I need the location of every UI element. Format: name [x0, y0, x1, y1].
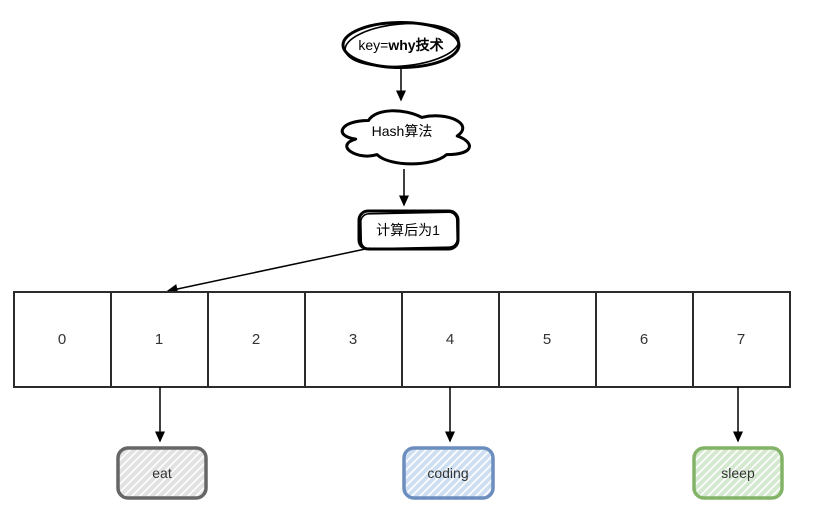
result-box-shape	[357, 209, 460, 251]
array-cell-4-box	[401, 291, 500, 388]
bucket-eat-box	[116, 446, 208, 500]
key-label-bold: why技术	[387, 37, 443, 53]
array-cell-7-label: 7	[737, 331, 745, 348]
bucket-eat-label: eat	[152, 465, 172, 481]
bucket-eat: eat	[116, 446, 208, 500]
hash-label: Hash算法	[372, 123, 433, 139]
array-cell-7-box	[692, 291, 791, 388]
array-cell-5-box	[498, 291, 597, 388]
array-cell-0: 0	[13, 291, 112, 388]
array-cell-1-label: 1	[155, 331, 163, 348]
bucket-sleep: sleep	[692, 446, 784, 500]
array-cell-6-label: 6	[640, 331, 648, 348]
array-cell-0-box	[13, 291, 112, 388]
array-cell-6: 6	[595, 291, 694, 388]
array-cell-3-label: 3	[349, 331, 357, 348]
arrow-result-to-cell-1	[166, 247, 371, 294]
bucket-coding-label: coding	[427, 465, 468, 481]
array-cell-6-box	[595, 291, 694, 388]
array-cell-2-box	[207, 291, 306, 388]
key-ellipse-sketch-stroke	[344, 22, 460, 68]
array-cell-7: 7	[692, 291, 791, 388]
array-cell-5-label: 5	[543, 331, 551, 348]
array-cell-5: 5	[498, 291, 597, 388]
array-cell-1: 1	[110, 291, 209, 388]
array-cell-4: 4	[401, 291, 500, 388]
array-cell-3-box	[304, 291, 403, 388]
hash-array: 0 1 2 3 4 5 6 7	[13, 291, 791, 388]
hash-cloud-node: Hash算法	[340, 109, 471, 166]
array-cell-4-label: 4	[446, 331, 454, 348]
key-label: key=why技术	[358, 37, 443, 53]
result-box-sketch-stroke	[360, 211, 459, 250]
key-ellipse-node: key=why技术	[341, 21, 461, 69]
key-ellipse-shape	[341, 21, 461, 69]
hash-cloud-shape	[340, 109, 471, 166]
bucket-coding-box	[402, 446, 495, 500]
array-cell-2: 2	[207, 291, 306, 388]
array-cell-2-label: 2	[252, 331, 260, 348]
bucket-coding: coding	[402, 446, 495, 500]
array-cell-3: 3	[304, 291, 403, 388]
result-box-node: 计算后为1	[357, 209, 460, 251]
key-label-prefix: key=	[358, 37, 388, 53]
bucket-sleep-label: sleep	[721, 465, 755, 481]
array-cell-0-label: 0	[58, 331, 66, 348]
bucket-sleep-box	[692, 446, 784, 500]
result-label: 计算后为1	[376, 222, 440, 238]
